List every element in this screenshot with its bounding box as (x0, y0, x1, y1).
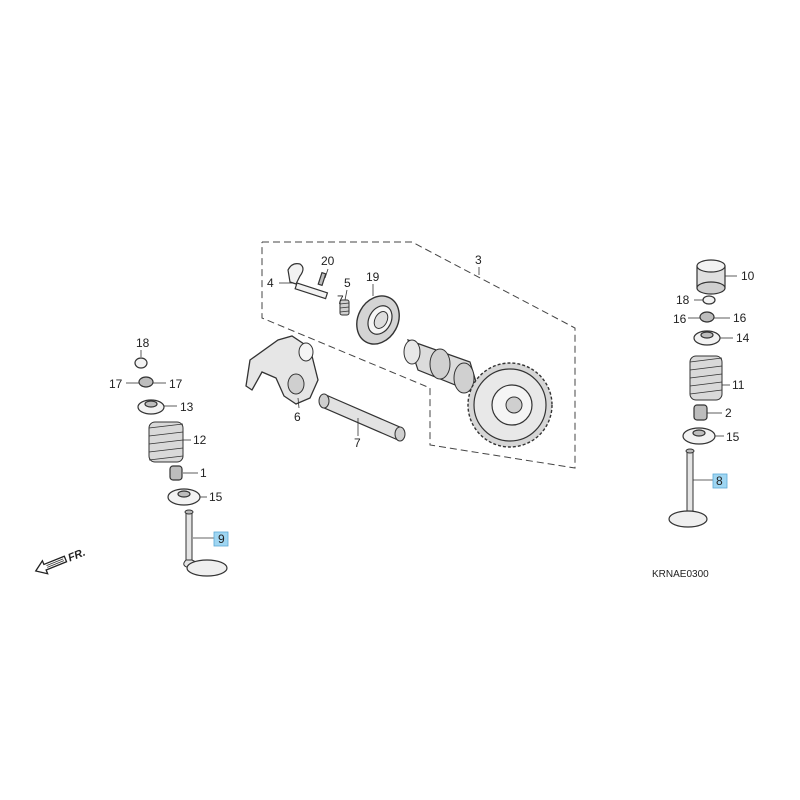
label-20: 20 (321, 254, 335, 268)
label-11: 11 (732, 378, 745, 392)
label-16-b: 16 (733, 311, 747, 325)
part-20-pin (317, 271, 327, 287)
label-18-right: 18 (676, 293, 690, 307)
label-6: 6 (294, 410, 301, 424)
part-18-right (702, 295, 716, 305)
label-18-left: 18 (136, 336, 150, 350)
front-marker-label: FR. (66, 547, 87, 565)
part-9-highlight (213, 531, 229, 547)
label-8: 8 (716, 474, 723, 488)
part-1-stem-seal (169, 465, 183, 481)
diagram-code: KRNAE0300 (652, 569, 709, 580)
part-19-bearing (356, 295, 400, 345)
part-17-left-keeper (138, 376, 154, 388)
label-4: 4 (267, 276, 274, 290)
part-8-exhaust-valve (668, 448, 708, 528)
part-2-stem-seal (693, 404, 708, 421)
part-9-intake-valve (183, 509, 228, 577)
front-direction-arrow: FR. (34, 547, 87, 575)
part-11-spring (689, 355, 723, 401)
part-10-tappet (696, 259, 726, 295)
label-16-a: 16 (673, 312, 687, 326)
part-6-rocker-arm (245, 335, 319, 405)
part-5-spring (339, 299, 350, 316)
label-13: 13 (180, 400, 194, 414)
label-2: 2 (725, 406, 732, 420)
label-7-b: 7 (354, 436, 361, 450)
left-valve-assembly (134, 357, 228, 577)
part-7-rocker-shaft (318, 393, 406, 442)
label-7-a: 7 (337, 293, 344, 307)
part-16-keeper (699, 311, 715, 323)
label-15-right: 15 (726, 430, 740, 444)
label-17-left-a: 17 (109, 377, 123, 391)
part-4-decomp-weight (287, 263, 329, 300)
label-19: 19 (366, 270, 380, 284)
part-3-camshaft (403, 339, 553, 448)
right-valve-assembly (668, 259, 726, 528)
label-15-left: 15 (209, 490, 223, 504)
label-17-left-b: 17 (169, 377, 183, 391)
label-3: 3 (475, 253, 482, 267)
label-5: 5 (344, 276, 351, 290)
part-8-highlight (712, 473, 728, 489)
label-9: 9 (218, 532, 225, 546)
label-1: 1 (200, 466, 207, 480)
part-12-spring (148, 421, 184, 463)
part-18-left (134, 357, 148, 369)
camshaft-group-outline (261, 241, 576, 469)
label-12: 12 (193, 433, 207, 447)
label-14: 14 (736, 331, 750, 345)
label-10: 10 (741, 269, 755, 283)
